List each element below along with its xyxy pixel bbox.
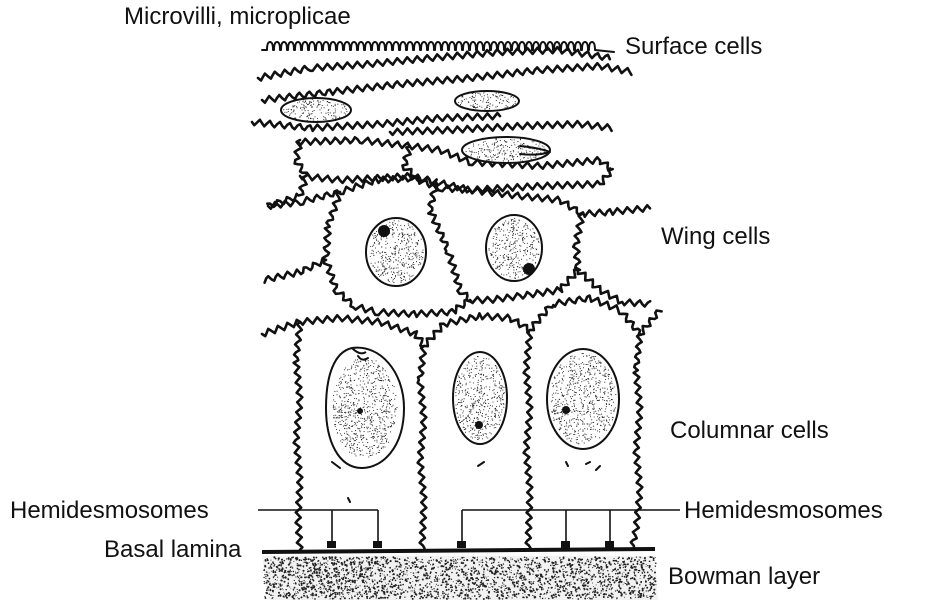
label-wing-cells: Wing cells <box>661 223 770 250</box>
cell-membrane <box>428 182 469 301</box>
hemidesmosomes-right-leader <box>457 510 680 548</box>
label-basal-lamina: Basal lamina <box>104 536 242 563</box>
cell-membrane <box>578 270 650 307</box>
cell-membrane <box>294 322 303 550</box>
cell-membrane <box>262 63 631 102</box>
cell-membrane <box>298 137 613 170</box>
cell-membrane <box>262 315 423 346</box>
hemidesmosomes-left-leader <box>258 510 382 548</box>
label-hemidesmosomes-left: Hemidesmosomes <box>10 497 209 524</box>
label-bowman-layer: Bowman layer <box>668 563 820 590</box>
wing-cells <box>265 176 651 317</box>
bowman-layer <box>262 556 658 600</box>
cell-membrane <box>258 47 610 80</box>
cell-membrane <box>267 140 307 207</box>
label-surface-cells: Surface cells <box>625 33 762 60</box>
label-microvilli: Microvilli, microplicae <box>124 3 351 30</box>
cell-membrane <box>424 313 529 346</box>
cell-membrane <box>418 346 427 548</box>
label-columnar-cells: Columnar cells <box>670 417 829 444</box>
label-hemidesmosomes-right: Hemidesmosomes <box>684 497 883 524</box>
cell-membrane <box>631 334 643 549</box>
cell-membrane <box>265 258 326 282</box>
cell-membrane <box>524 330 533 548</box>
basal-lamina <box>262 549 655 552</box>
